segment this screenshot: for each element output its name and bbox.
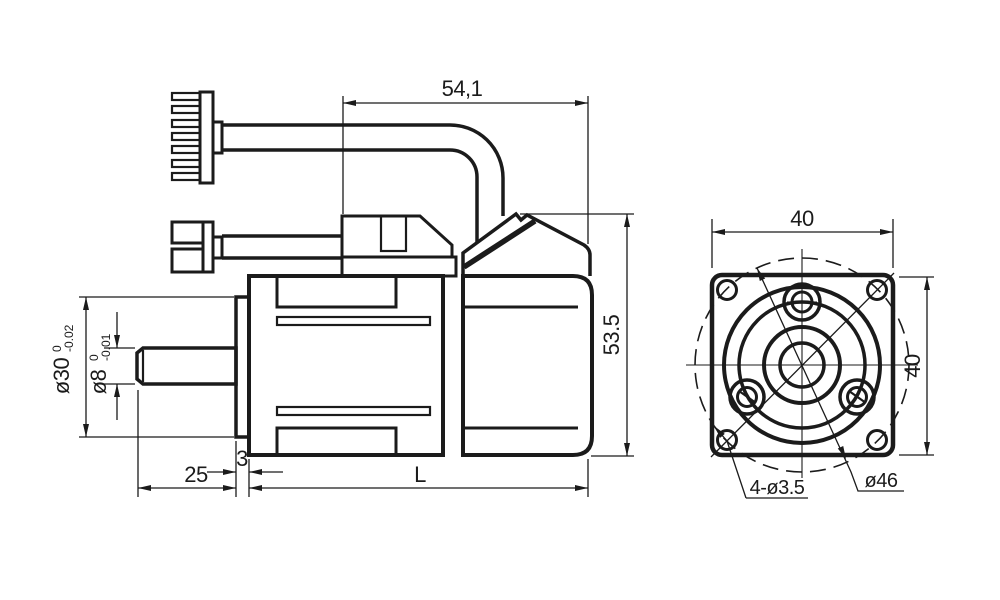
dim-label-flange-width: 40	[790, 206, 814, 231]
hole-diagonal-line	[710, 272, 895, 458]
gearbox-bottom-plate	[275, 426, 398, 457]
arrowhead	[575, 485, 588, 491]
arrowhead	[114, 384, 120, 397]
mounting-hole	[866, 429, 888, 451]
mounting-hole	[716, 429, 738, 451]
connector-stem	[211, 120, 224, 155]
roof-outline	[461, 211, 592, 276]
mounting-hole	[716, 279, 738, 301]
motor-case-lines	[463, 305, 578, 430]
connector-rib	[170, 158, 202, 169]
junction-box-base	[340, 255, 458, 278]
arrowhead	[880, 229, 893, 235]
connector-rib	[170, 171, 202, 182]
connector-stem	[211, 235, 224, 260]
dim-label-pilot-diameter: ø30	[49, 358, 74, 395]
connector-block	[170, 220, 205, 245]
arrowhead	[757, 268, 766, 282]
arrowhead	[624, 214, 630, 227]
callout-label-mounting-holes: 4-ø3.5	[750, 477, 805, 499]
bottom-cable	[222, 234, 342, 260]
arrowhead	[712, 229, 725, 235]
dim-shaft-tol-lower: -0.01	[99, 333, 113, 361]
callout-bolt-circle: ø46	[756, 267, 904, 492]
dim-shaft-tol-upper: 0	[87, 354, 101, 361]
arrowhead	[714, 426, 725, 438]
connector-rib	[170, 144, 202, 155]
top-cable-connector	[170, 90, 224, 185]
dim-flange-width: 40	[711, 206, 894, 268]
dim-pilot-diameter: ø30 0 -0.02	[49, 296, 234, 438]
dim-flange-height: 40	[899, 276, 934, 456]
motor-body	[461, 274, 594, 457]
arrowhead	[624, 443, 630, 456]
mounting-hole	[866, 279, 888, 301]
arrowhead	[575, 100, 588, 106]
arrowhead	[114, 335, 120, 348]
callout-label-bolt-circle: ø46	[865, 470, 898, 492]
dim-label-flange-height: 40	[900, 354, 925, 378]
rear-housing-roof	[461, 211, 592, 276]
arrowhead	[924, 277, 930, 290]
roof-edge-band	[462, 218, 537, 270]
arrowhead	[223, 485, 236, 491]
arrowhead	[924, 442, 930, 455]
dim-label-shaft-length: 25	[184, 462, 208, 487]
flange-face-circle	[722, 285, 882, 445]
dim-label-cable-span: 54,1	[442, 76, 483, 101]
face-screw-bottom-left	[728, 378, 766, 416]
face-screw-top	[782, 282, 822, 322]
junction-box-notch	[379, 214, 408, 253]
dim-bottom-chain: 25 3 L	[137, 390, 589, 497]
bottom-cable-connector	[170, 220, 342, 274]
cable-inner-edge	[222, 148, 479, 242]
gearbox-body	[247, 274, 445, 457]
arrowhead	[249, 469, 262, 475]
front-view: 40 40 ø46 4-ø3.5	[686, 206, 934, 499]
output-shaft	[135, 346, 238, 386]
arrowhead	[249, 485, 262, 491]
top-cable	[222, 123, 505, 242]
cable-outer-edge	[222, 123, 505, 216]
screw-slot	[848, 390, 867, 404]
bolt-circle-dashed	[694, 257, 910, 473]
callout-mounting-holes: 4-ø3.5	[713, 425, 808, 499]
junction-box	[340, 214, 458, 278]
face-screw-bottom-right	[838, 378, 876, 416]
gearbox-top-plate	[275, 274, 398, 309]
dim-pilot-tol-lower: -0.02	[62, 324, 76, 352]
arrowhead	[138, 485, 151, 491]
dim-label-total-height: 53.5	[599, 314, 624, 355]
motor-outline	[461, 274, 594, 457]
gearbox-lower-slot	[275, 405, 432, 417]
hub-circle	[762, 325, 842, 405]
flange-square	[709, 272, 896, 458]
shaft-hole-circle	[778, 341, 826, 389]
dim-total-height: 53.5	[520, 213, 634, 457]
connector-block	[170, 247, 205, 274]
dim-cable-span: 54,1	[342, 76, 589, 244]
shaft-outline	[135, 346, 238, 386]
screw-slot	[738, 390, 757, 404]
connector-body	[198, 90, 215, 185]
side-view: 54,1 53.5 ø30 0 -0.02	[49, 76, 634, 497]
dim-label-body-length: L	[414, 462, 426, 487]
dim-label-pilot-thickness: 3	[236, 446, 248, 471]
connector-rib	[170, 91, 202, 102]
arrowhead	[343, 100, 356, 106]
arrowhead	[83, 424, 89, 437]
arrowhead	[223, 469, 236, 475]
arrowhead	[837, 445, 846, 459]
gearbox-upper-slot	[275, 315, 432, 327]
connector-rib	[170, 118, 202, 129]
connector-rib	[170, 104, 202, 115]
arrowhead	[83, 297, 89, 310]
dim-shaft-diameter: ø8 0 -0.01	[86, 312, 135, 420]
dim-label-shaft-diameter: ø8	[86, 369, 111, 394]
dim-pilot-tol-upper: 0	[50, 345, 64, 352]
connector-rib	[170, 131, 202, 142]
